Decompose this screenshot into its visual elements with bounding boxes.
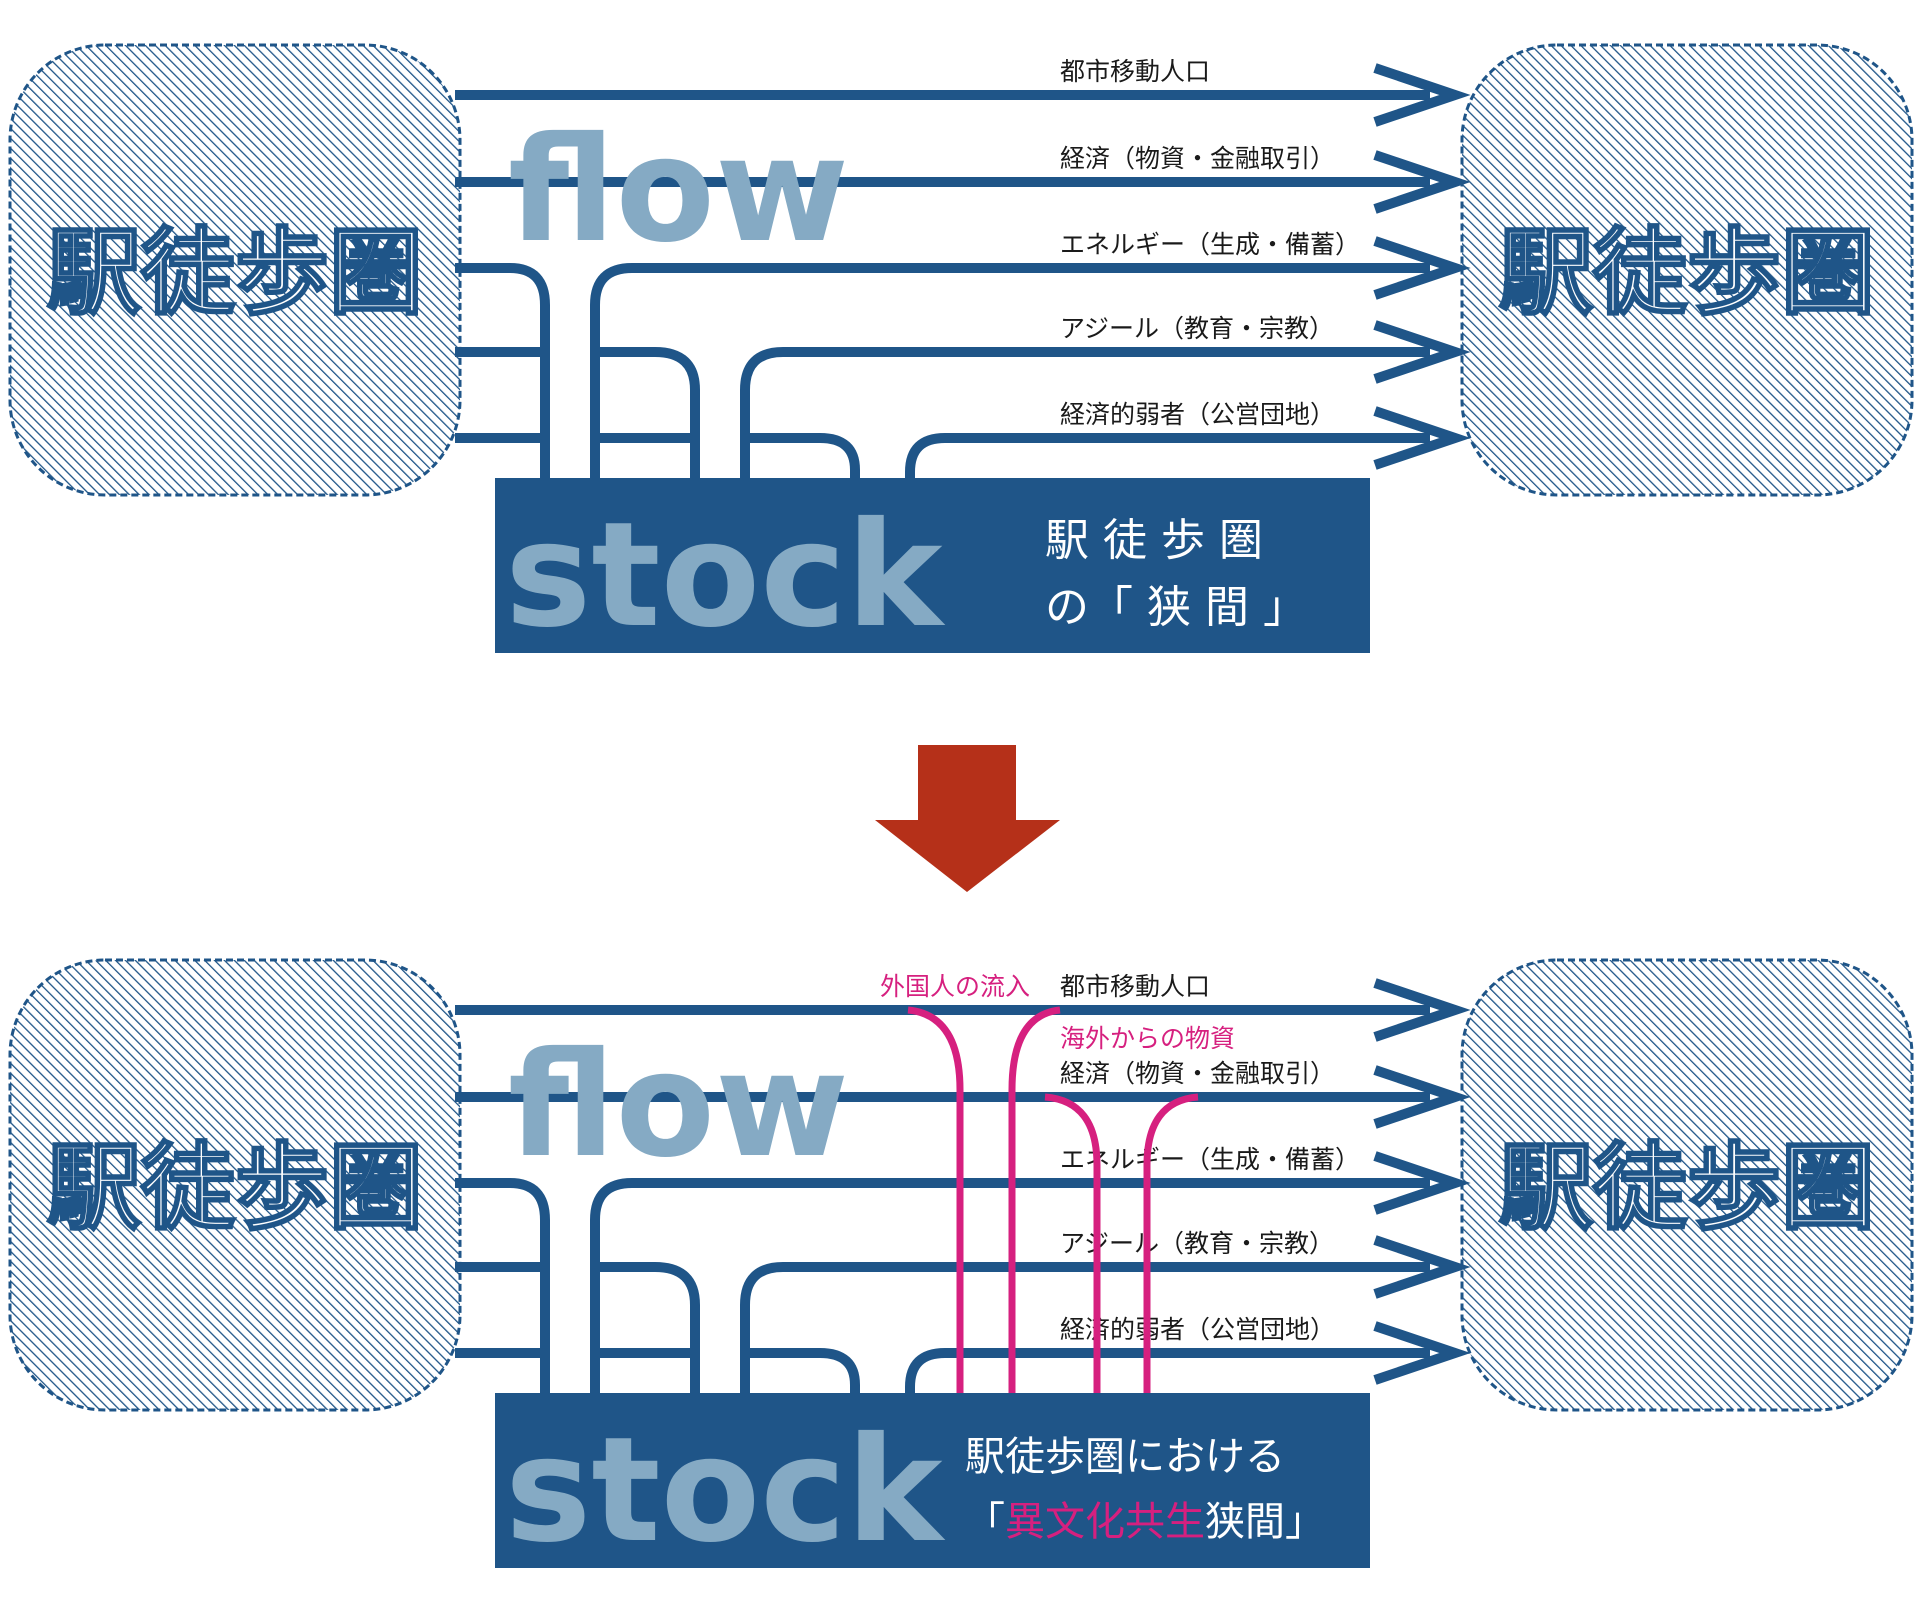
flow-line (595, 1262, 700, 1393)
flow-label: エネルギー（生成・備蓄） (1060, 230, 1360, 259)
stock-caption-rest: 狭間」 (1205, 1499, 1325, 1545)
stock-word: stock (505, 491, 946, 660)
flow-labels: 都市移動人口 経済（物資・金融取引） エネルギー（生成・備蓄） アジール（教育・… (1060, 972, 1360, 1344)
stock-caption-line2: の「 狭 間 」 (1045, 582, 1307, 633)
stock-box (495, 1393, 1370, 1568)
magenta-flow-line (1143, 1093, 1199, 1393)
stock-caption-line2: 「異文化共生狭間」 (965, 1499, 1325, 1545)
stock-caption-open-bracket: 「 (965, 1499, 1005, 1545)
flow-lines (455, 90, 1430, 478)
flow-line (905, 1348, 1430, 1393)
magenta-flow-line (1008, 1006, 1061, 1393)
flow-line (455, 263, 550, 478)
chevron-right-icon (1373, 978, 1471, 1385)
flow-line (590, 263, 1430, 478)
chevron-right-icon (1373, 63, 1471, 470)
flow-lines (455, 1005, 1430, 1393)
left-region-blob (8, 958, 462, 1412)
flow-label: 都市移動人口 (1060, 57, 1210, 86)
flow-line (455, 1178, 550, 1393)
flow-line (740, 347, 1430, 478)
magenta-label-foreigners: 外国人の流入 (880, 972, 1030, 1001)
flow-line (590, 1178, 1430, 1393)
stock-caption-line1: 駅 徒 歩 圏 (1045, 515, 1263, 566)
stock-caption-highlight: 異文化共生 (1005, 1499, 1205, 1545)
stock-box (495, 478, 1370, 653)
bottom-diagram: flow 駅徒歩圏 駅徒歩圏 都市移動人口 経済（物資・金融取引） エネルギー（… (8, 958, 1914, 1575)
top-diagram: flow 駅徒歩圏 駅徒歩圏 都市移動人口 経済（物資・金融取引） エネルギー（… (8, 43, 1914, 660)
magenta-label-overseas-goods: 海外からの物資 (1060, 1024, 1235, 1053)
stock-word: stock (505, 1406, 946, 1575)
left-region-label: 駅徒歩圏 (47, 219, 423, 328)
down-arrow-icon (875, 745, 1060, 892)
magenta-flow-line (1044, 1093, 1101, 1393)
magenta-flow-lines (907, 1006, 1199, 1393)
flow-label: 経済（物資・金融取引） (1060, 144, 1335, 173)
flow-label: 都市移動人口 (1060, 972, 1210, 1001)
flow-label: アジール（教育・宗教） (1060, 314, 1334, 343)
magenta-flow-line (907, 1006, 964, 1393)
left-region-blob (8, 43, 462, 497)
flow-line (745, 1348, 860, 1393)
flow-label: エネルギー（生成・備蓄） (1060, 1145, 1360, 1174)
flow-label: 経済（物資・金融取引） (1060, 1059, 1335, 1088)
flow-line (745, 433, 860, 478)
flow-line (595, 347, 700, 478)
right-region-label: 駅徒歩圏 (1499, 219, 1875, 328)
right-region-label: 駅徒歩圏 (1499, 1134, 1875, 1243)
flow-label: アジール（教育・宗教） (1060, 1229, 1334, 1258)
stock-caption-line1: 駅徒歩圏における (965, 1434, 1285, 1480)
left-region-label: 駅徒歩圏 (47, 1134, 423, 1243)
flow-label: 経済的弱者（公営団地） (1060, 1315, 1335, 1344)
flow-label: 経済的弱者（公営団地） (1060, 400, 1335, 429)
flow-word: flow (508, 1021, 849, 1190)
flow-line (740, 1262, 1430, 1393)
flow-line (905, 433, 1430, 478)
flow-word: flow (508, 106, 849, 275)
flow-labels: 都市移動人口 経済（物資・金融取引） エネルギー（生成・備蓄） アジール（教育・… (1060, 57, 1360, 429)
